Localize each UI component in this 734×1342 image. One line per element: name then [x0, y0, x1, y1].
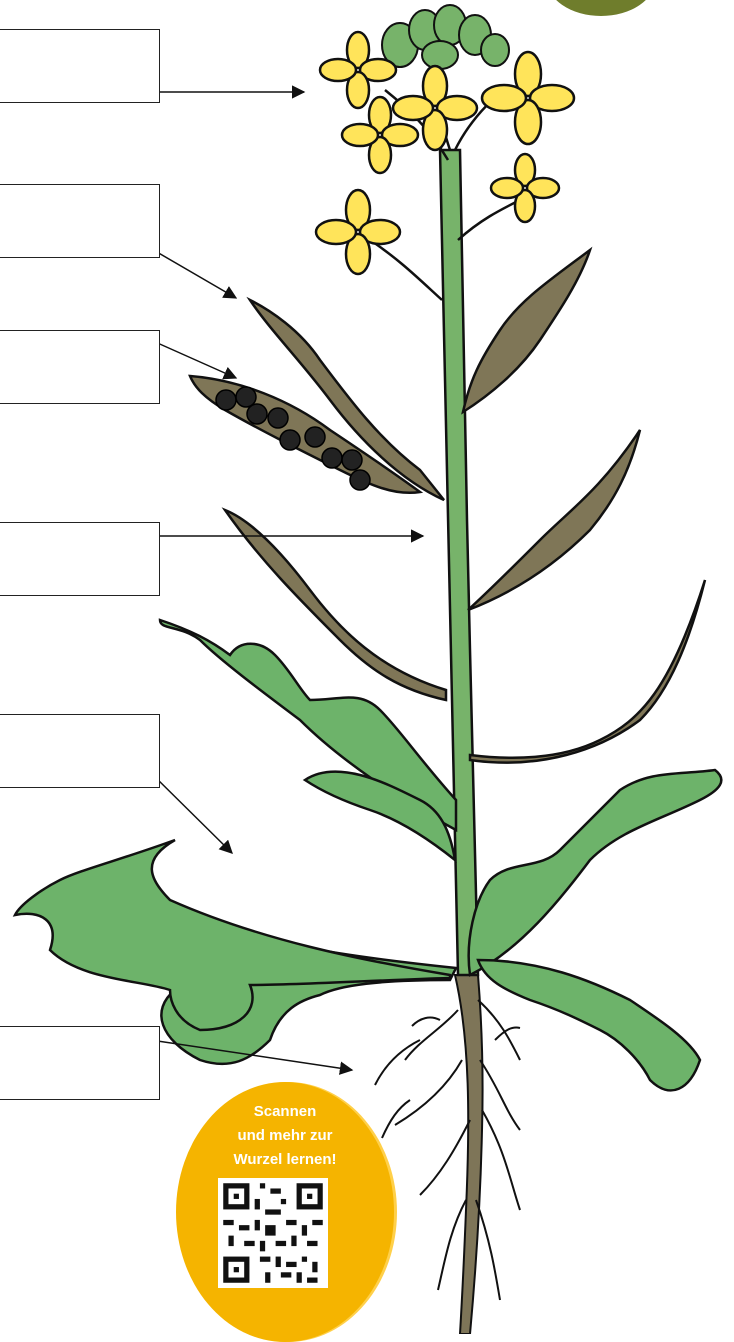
- flower-buds: [382, 5, 509, 69]
- badge-line-3: Wurzel lernen!: [176, 1148, 394, 1172]
- badge-line-2: und mehr zur: [176, 1124, 394, 1148]
- leader-line-leaf: [150, 772, 232, 853]
- label-box-leaf[interactable]: [0, 714, 160, 788]
- leader-line-pod: [150, 248, 236, 298]
- label-box-seed[interactable]: [0, 330, 160, 404]
- label-box-pod[interactable]: [0, 184, 160, 258]
- label-box-root[interactable]: [0, 1026, 160, 1100]
- scan-badge[interactable]: Scannen und mehr zur Wurzel lernen!: [176, 1082, 394, 1342]
- leader-line-seed: [153, 341, 236, 378]
- label-box-stem[interactable]: [0, 522, 160, 596]
- lower-leaves: [15, 620, 721, 1090]
- badge-line-1: Scannen: [176, 1100, 394, 1124]
- opened-pod: [190, 376, 420, 493]
- root-system: [375, 975, 520, 1334]
- label-box-flower[interactable]: [0, 29, 160, 103]
- qr-code-icon[interactable]: [218, 1178, 328, 1288]
